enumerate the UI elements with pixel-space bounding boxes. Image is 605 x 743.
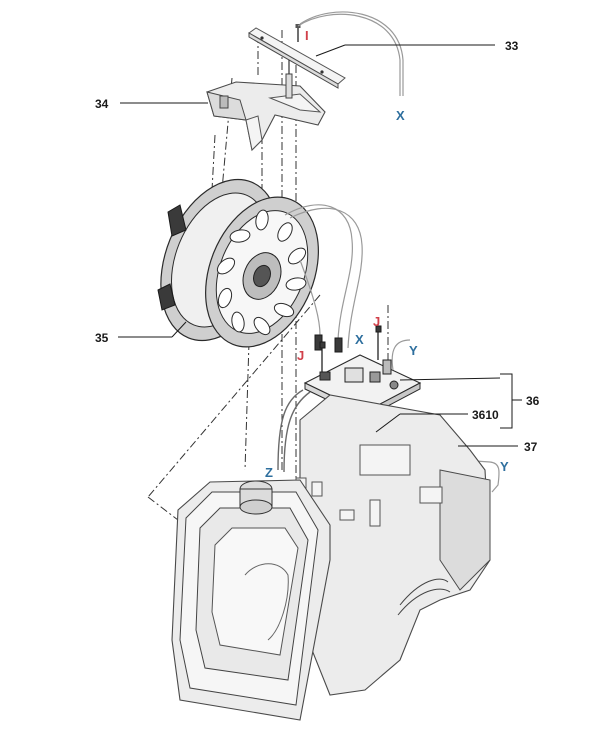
reel-wire-1 [284,204,353,341]
connector-label-i: I [305,28,309,43]
label-part-36: 36 [526,394,540,408]
cable-reel-part-35 [157,178,319,348]
leader-lines [118,44,522,447]
holder-part-34 [206,60,326,152]
wire-y-mid [391,339,411,371]
label-part-3610: 3610 [472,408,499,422]
wire-z-2 [283,391,311,473]
wire-x-top-2 [299,11,404,96]
label-part-37: 37 [524,440,538,454]
connector-label-y-mid: Y [409,343,418,358]
connector-label-z: Z [265,465,273,480]
connector-label-x-mid: X [355,332,364,347]
main-housing [171,394,491,721]
reel-wire-2 [289,207,363,349]
label-part-34: 34 [95,97,109,111]
connector-label-j-top: J [373,314,380,329]
bracket-part-33 [248,24,346,89]
label-part-35: 35 [95,331,109,345]
wire-x-top [297,13,401,96]
wire-z-1 [277,389,304,471]
connector-label-x-top: X [396,108,405,123]
connector-label-y-right: Y [500,459,509,474]
reel-wire-3 [299,259,321,336]
reel-wire-terminals [314,334,343,353]
wire-y-right [459,459,500,493]
label-part-33: 33 [505,39,519,53]
connector-label-j-left: J [297,348,304,363]
